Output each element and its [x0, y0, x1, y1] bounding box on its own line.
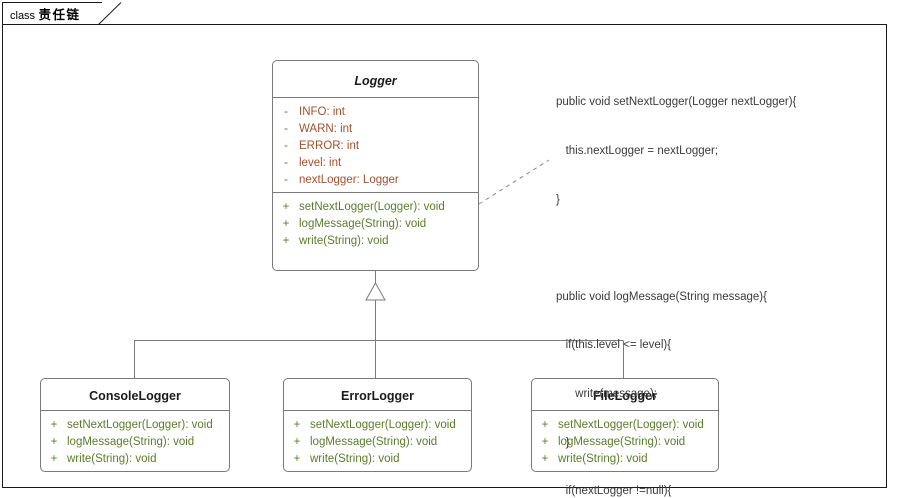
method-row: + write(String): void	[532, 451, 718, 468]
class-box-filelogger[interactable]: FileLogger + setNextLogger(Logger): void…	[531, 378, 719, 472]
class-title-filelogger: FileLogger	[593, 389, 657, 403]
attribute-row: - WARN: int	[273, 121, 478, 138]
method-row: + setNextLogger(Logger): void	[273, 199, 478, 216]
class-separator	[41, 410, 229, 411]
visibility-marker: +	[282, 201, 290, 213]
code-line	[556, 240, 886, 256]
attribute-label: level: int	[299, 157, 342, 169]
code-line: if(this.level <= level){	[556, 339, 672, 352]
method-row: + write(String): void	[41, 451, 229, 468]
diagram-frame-tab	[2, 2, 102, 25]
code-line: this.nextLogger = nextLogger;	[556, 145, 719, 158]
method-label: logMessage(String): void	[310, 436, 438, 448]
method-label: logMessage(String): void	[67, 436, 195, 448]
visibility-marker: +	[50, 419, 58, 431]
class-methods-filelogger: + setNextLogger(Logger): void + logMessa…	[532, 411, 718, 474]
visibility-marker: +	[293, 419, 301, 431]
visibility-marker: +	[282, 235, 290, 247]
visibility-marker: +	[50, 453, 58, 465]
class-methods-logger: + setNextLogger(Logger): void + logMessa…	[273, 193, 478, 256]
visibility-marker: -	[284, 140, 288, 152]
method-label: logMessage(String): void	[299, 218, 427, 230]
class-title-consolelogger: ConsoleLogger	[89, 389, 181, 403]
class-methods-errorlogger: + setNextLogger(Logger): void + logMessa…	[284, 411, 471, 474]
code-line: public void setNextLogger(Logger nextLog…	[556, 96, 797, 109]
class-separator	[273, 192, 478, 193]
attribute-row: - ERROR: int	[273, 138, 478, 155]
method-label: setNextLogger(Logger): void	[310, 419, 456, 431]
visibility-marker: +	[541, 453, 549, 465]
method-label: setNextLogger(Logger): void	[299, 201, 445, 213]
method-row: + logMessage(String): void	[532, 434, 718, 451]
visibility-marker: +	[541, 419, 549, 431]
method-label: write(String): void	[299, 235, 389, 247]
method-row: + setNextLogger(Logger): void	[41, 417, 229, 434]
visibility-marker: -	[284, 157, 288, 169]
visibility-marker: +	[293, 453, 301, 465]
code-note: public void setNextLogger(Logger nextLog…	[556, 62, 886, 498]
method-row: + logMessage(String): void	[41, 434, 229, 451]
method-label: setNextLogger(Logger): void	[558, 419, 704, 431]
method-label: setNextLogger(Logger): void	[67, 419, 213, 431]
class-box-errorlogger[interactable]: ErrorLogger + setNextLogger(Logger): voi…	[283, 378, 472, 472]
method-label: write(String): void	[67, 453, 157, 465]
class-separator	[273, 97, 478, 98]
visibility-marker: +	[282, 218, 290, 230]
class-attributes-logger: - INFO: int - WARN: int - ERROR: int - l…	[273, 98, 478, 192]
visibility-marker: -	[284, 106, 288, 118]
diagram-frame-tab-slant-icon	[98, 2, 122, 25]
class-methods-consolelogger: + setNextLogger(Logger): void + logMessa…	[41, 411, 229, 474]
attribute-row: - INFO: int	[273, 104, 478, 121]
attribute-row: - nextLogger: Logger	[273, 172, 478, 189]
frame-tab-keyword: class	[10, 10, 36, 22]
method-row: + write(String): void	[284, 451, 471, 468]
class-separator	[532, 410, 718, 411]
frame-tab-name: 责任链	[38, 8, 81, 22]
code-line: }	[556, 436, 570, 449]
method-row: + setNextLogger(Logger): void	[532, 417, 718, 434]
method-row: + setNextLogger(Logger): void	[284, 417, 471, 434]
method-label: write(String): void	[558, 453, 648, 465]
class-box-consolelogger[interactable]: ConsoleLogger + setNextLogger(Logger): v…	[40, 378, 230, 472]
code-line: }	[556, 193, 560, 206]
attribute-label: INFO: int	[299, 106, 346, 118]
class-box-logger[interactable]: Logger - INFO: int - WARN: int - ERROR: …	[272, 60, 479, 271]
visibility-marker: -	[284, 123, 288, 135]
attribute-row: - level: int	[273, 155, 478, 172]
class-title-errorlogger: ErrorLogger	[341, 389, 414, 403]
visibility-marker: +	[50, 436, 58, 448]
class-title-logger: Logger	[354, 74, 397, 88]
visibility-marker: -	[284, 174, 288, 186]
method-row: + logMessage(String): void	[273, 216, 478, 233]
code-line: public void logMessage(String message){	[556, 290, 767, 303]
method-row: + logMessage(String): void	[284, 434, 471, 451]
code-line: write(message);	[556, 388, 657, 401]
class-separator	[284, 410, 471, 411]
frame-tab-label: class 责任链	[10, 4, 80, 23]
code-line: if(nextLogger !=null){	[556, 485, 672, 498]
visibility-marker: +	[293, 436, 301, 448]
attribute-label: ERROR: int	[299, 140, 360, 152]
method-row: + write(String): void	[273, 233, 478, 250]
attribute-label: nextLogger: Logger	[299, 174, 399, 186]
attribute-label: WARN: int	[299, 123, 353, 135]
method-label: write(String): void	[310, 453, 400, 465]
visibility-marker: +	[541, 436, 549, 448]
method-label: logMessage(String): void	[558, 436, 686, 448]
